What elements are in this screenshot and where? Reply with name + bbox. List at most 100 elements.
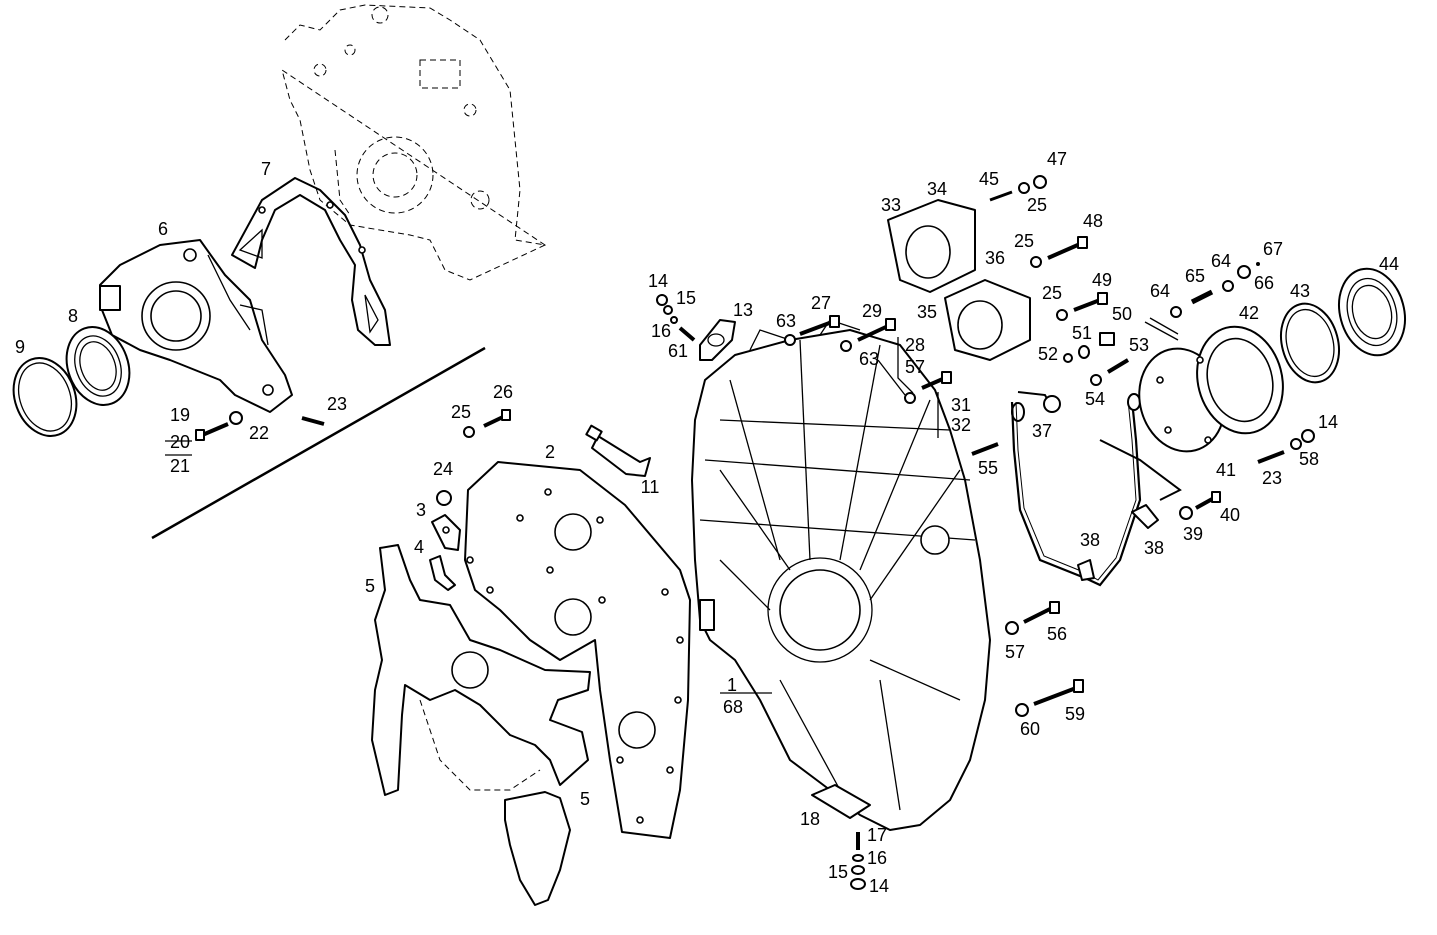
callout-35: 35 <box>917 302 937 322</box>
cover-33-34 <box>887 199 976 293</box>
callout-14-c: 14 <box>1318 412 1338 432</box>
callout-17: 17 <box>867 825 887 845</box>
callout-16-a: 16 <box>651 321 671 341</box>
sealant-tube-11 <box>585 424 651 477</box>
callout-23-right: 23 <box>1262 468 1282 488</box>
callout-34: 34 <box>927 179 947 199</box>
callout-16-b: 16 <box>867 848 887 868</box>
callout-18: 18 <box>800 809 820 829</box>
callout-29: 29 <box>862 301 882 321</box>
callout-67: 67 <box>1263 239 1283 259</box>
callout-5-a: 5 <box>365 576 375 596</box>
bolt-29 <box>840 318 896 352</box>
washer-24 <box>436 490 452 506</box>
callout-4: 4 <box>414 537 424 557</box>
callout-20: 20 <box>170 432 190 452</box>
bolt-31-32 <box>877 359 952 404</box>
callout-13: 13 <box>733 300 753 320</box>
callout-43: 43 <box>1290 281 1310 301</box>
cover-41-42 <box>1138 325 1284 453</box>
callout-54: 54 <box>1085 389 1105 409</box>
seal-44 <box>1338 267 1406 357</box>
hardware-14-15-16-61 <box>656 294 696 342</box>
callout-47: 47 <box>1047 149 1067 169</box>
bolt-56 <box>1005 601 1060 635</box>
callout-63-a: 63 <box>776 311 796 331</box>
callout-68: 68 <box>723 697 743 717</box>
stud-23-right <box>1257 429 1315 464</box>
callout-58: 58 <box>1299 449 1319 469</box>
callout-44: 44 <box>1379 254 1399 274</box>
callout-14-b: 14 <box>869 876 889 896</box>
bolt-19-20-21 <box>195 411 243 441</box>
callout-25-a: 25 <box>451 402 471 422</box>
callout-40: 40 <box>1220 505 1240 525</box>
stud-stack-17 <box>850 832 866 890</box>
callout-33: 33 <box>881 195 901 215</box>
callout-15-a: 15 <box>676 288 696 308</box>
bolt-45 <box>989 175 1047 202</box>
hardware-50-51-53-54 <box>1063 332 1130 386</box>
callout-25-b: 25 <box>1027 195 1047 215</box>
bolt-59 <box>1015 679 1084 717</box>
callout-52: 52 <box>1038 344 1058 364</box>
flywheel-housing-1 <box>691 319 991 831</box>
callout-51: 51 <box>1072 323 1092 343</box>
callout-36: 36 <box>985 248 1005 268</box>
callout-22: 22 <box>249 423 269 443</box>
callout-27: 27 <box>811 293 831 313</box>
seal-carrier-6 <box>99 239 293 413</box>
callout-31: 31 <box>951 395 971 415</box>
callout-42: 42 <box>1239 303 1259 323</box>
engine-block <box>281 4 547 281</box>
bolt-40 <box>1179 491 1221 520</box>
seal-43 <box>1280 302 1340 384</box>
fitting-64-65-66-67 <box>1144 262 1260 341</box>
bolt-48 <box>1030 236 1088 268</box>
callout-24: 24 <box>433 459 453 479</box>
bracket-28-57 <box>897 337 914 394</box>
callout-65: 65 <box>1185 266 1205 286</box>
callout-11: 11 <box>641 477 660 497</box>
stud-55 <box>971 442 999 456</box>
gasket-5 <box>371 544 591 906</box>
callout-6: 6 <box>158 219 168 239</box>
cover-13 <box>699 319 736 361</box>
callout-7: 7 <box>261 159 271 179</box>
callout-25-d: 25 <box>1042 283 1062 303</box>
callout-15-b: 15 <box>828 862 848 882</box>
callout-28: 28 <box>905 335 925 355</box>
cover-35-36 <box>944 279 1031 361</box>
seal-8 <box>65 326 131 406</box>
callout-1: 1 <box>727 675 737 695</box>
callout-48: 48 <box>1083 211 1103 231</box>
callout-38-a: 38 <box>1080 530 1100 550</box>
leader-lines <box>165 317 1179 694</box>
callout-41: 41 <box>1216 460 1236 480</box>
timing-plate-2 <box>464 461 691 839</box>
callout-57-a: 57 <box>905 357 925 377</box>
callout-57-b: 57 <box>1005 642 1025 662</box>
callout-60: 60 <box>1020 719 1040 739</box>
callout-5-b: 5 <box>580 789 590 809</box>
callout-64-a: 64 <box>1150 281 1170 301</box>
callout-49: 49 <box>1092 270 1112 290</box>
callout-66: 66 <box>1254 273 1274 293</box>
callout-39: 39 <box>1183 524 1203 544</box>
callout-23-left: 23 <box>327 394 347 414</box>
bolt-26 <box>463 409 511 438</box>
callout-45: 45 <box>979 169 999 189</box>
callout-14-a: 14 <box>648 271 668 291</box>
cover-plate-18 <box>811 784 871 819</box>
bolt-49 <box>1056 292 1108 321</box>
stud-23-left <box>301 416 325 426</box>
callout-labels: 7 6 8 9 19 20 21 22 23 25 26 24 2 3 4 5 … <box>15 149 1399 896</box>
callout-61: 61 <box>668 341 688 361</box>
separator-line <box>151 346 486 540</box>
bracket-3 <box>431 514 461 551</box>
callout-56: 56 <box>1047 624 1067 644</box>
callout-9: 9 <box>15 337 25 357</box>
callout-26: 26 <box>493 382 513 402</box>
